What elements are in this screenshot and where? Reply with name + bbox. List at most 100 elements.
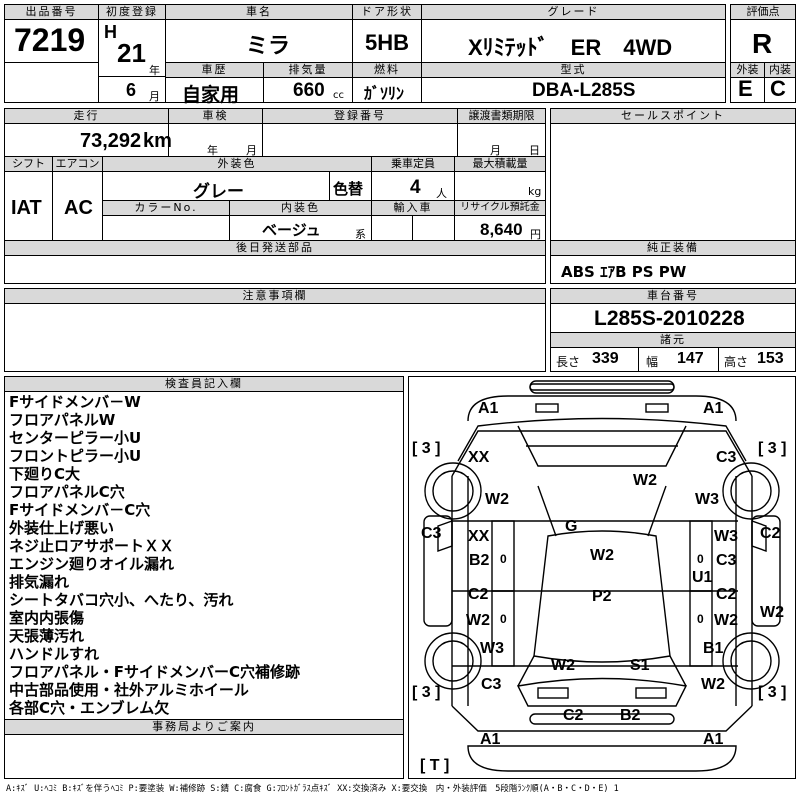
shift-header: シフト	[5, 157, 52, 172]
transfer-header: 譲渡書類期限	[458, 109, 545, 124]
score-header: 評価点	[731, 5, 795, 20]
insp-month-unit: 月	[246, 144, 257, 157]
insp-year-unit: 年	[207, 144, 218, 157]
note-line: 各部C穴・エンブレム欠	[9, 699, 170, 717]
diagram-mark: C2	[716, 586, 737, 603]
diagram-mark: C2	[563, 707, 584, 724]
diagram-mark: XX	[468, 449, 490, 466]
color-change: 色替	[333, 180, 364, 198]
displacement-header: 排気量	[264, 63, 352, 78]
caution-header: 注意事項欄	[5, 289, 545, 304]
mileage-unit: km	[143, 130, 172, 152]
height: 153	[757, 350, 784, 367]
diagram-mark: W2	[551, 657, 575, 674]
diagram-mark-front-right: A1	[703, 400, 724, 417]
history: 自家用	[182, 84, 240, 106]
diagram-mark: G	[565, 518, 578, 535]
reg-no-header: 登録番号	[263, 109, 457, 124]
tire-rl: [ 3 ]	[412, 684, 441, 701]
transfer-month: 月	[490, 144, 501, 157]
fuel-header: 燃料	[353, 63, 421, 78]
note-line: フロアパネル・FサイドメンバーC穴補修跡	[9, 663, 300, 681]
interior-score: C	[770, 76, 786, 101]
inspector-header: 検査員記入欄	[5, 377, 403, 392]
car-name: ミラ	[246, 34, 291, 59]
note-line: フロアパネルC穴	[9, 483, 125, 501]
lot-number: 7219	[14, 22, 86, 58]
grade-header: グレード	[422, 5, 725, 20]
ac-header: エアコン	[53, 157, 102, 172]
recycle-fee: 8,640	[480, 220, 523, 239]
diagram-mark: W2	[701, 676, 725, 693]
model-header: 型式	[422, 63, 725, 78]
tire-fr: [ 3 ]	[758, 440, 787, 457]
diagram-mark: C3	[421, 525, 442, 542]
import-header: 輸入車	[372, 201, 454, 216]
recycle-header: リサイクル預託金	[455, 201, 545, 216]
capacity-unit: 人	[436, 187, 447, 200]
diagram-mark: W2	[485, 491, 509, 508]
note-line: 下廻りC大	[9, 465, 81, 483]
history-header: 車歴	[166, 63, 263, 78]
inspector-block	[4, 376, 404, 779]
first-reg-header: 初度登録	[99, 5, 165, 20]
diagram-mark-rear-left: A1	[480, 731, 501, 748]
note-line: ネジ止ロアサポートＸＸ	[9, 537, 175, 555]
details-block	[4, 108, 546, 284]
equipment-header: 純正装備	[551, 241, 795, 256]
diagram-mark: W3	[695, 491, 719, 508]
color-header: 外装色	[103, 157, 371, 172]
note-line: 中古部品使用・社外アルミホイール	[9, 681, 249, 699]
ac: AC	[64, 197, 93, 219]
mileage: 73,292	[80, 130, 142, 152]
diagram-mark-o: 0	[697, 612, 704, 626]
equipment: ABS ｴｱB PS PW	[561, 263, 687, 281]
capacity-header: 乗車定員	[372, 157, 454, 172]
diagram-mark: S1	[630, 657, 650, 674]
diagram-mark: W3	[714, 528, 738, 545]
length-label: 長さ	[556, 355, 581, 369]
exterior-color: グレー	[193, 182, 244, 202]
diagram-mark: U1	[692, 569, 713, 586]
door-header: ドア形状	[353, 5, 421, 20]
lot-number-header: 出品番号	[5, 5, 98, 20]
diagram-mark: B2	[469, 552, 490, 569]
chassis-number: L285S-2010228	[594, 307, 745, 330]
note-line: エンジン廻りオイル漏れ	[9, 555, 175, 573]
tire-fl: [ 3 ]	[412, 440, 441, 457]
note-line: 排気漏れ	[9, 573, 70, 591]
score-block	[730, 4, 796, 103]
diagram-mark: W2	[633, 472, 657, 489]
inspection-header: 車検	[169, 109, 262, 124]
diagram-mark: XX	[468, 528, 490, 545]
max-load-unit: kg	[528, 185, 542, 198]
year-unit: 年	[149, 64, 160, 77]
length: 339	[592, 350, 619, 367]
fuel: ｶﾞｿﾘﾝ	[364, 84, 405, 103]
exterior-score: E	[738, 76, 753, 101]
interior-color-header: 内装色	[230, 201, 371, 216]
office-header: 事務局よりご案内	[5, 720, 403, 735]
note-line: 外装仕上げ悪い	[9, 519, 115, 537]
header-block	[4, 4, 726, 103]
car-diagram	[423, 380, 781, 772]
diagram-mark-front-left: A1	[478, 400, 499, 417]
displacement-unit: cc	[333, 90, 344, 101]
diagram-mark: C2	[760, 525, 781, 542]
width-label: 幅	[646, 355, 659, 369]
chassis-block	[550, 288, 796, 372]
legend: A:ｷｽﾞ U:ﾍｺﾐ B:ｷｽﾞを伴うﾍｺﾐ P:要塗装 W:補修跡 S:錆 …	[6, 784, 619, 794]
diagram-mark: C2	[468, 586, 489, 603]
spare-tire: [ T ]	[420, 757, 450, 774]
chassis-header: 車台番号	[551, 289, 795, 304]
interior-color-unit: 系	[355, 228, 366, 241]
note-line: フロアパネルW	[9, 411, 116, 429]
diagram-mark-o: 0	[500, 552, 507, 566]
diagram-mark-o: 0	[500, 612, 507, 626]
interior-color: ベージュ	[262, 221, 321, 239]
diagram-mark: W2	[466, 612, 490, 629]
height-label: 高さ	[724, 355, 749, 369]
diagram-mark: W2	[714, 612, 738, 629]
car-name-header: 車名	[166, 5, 352, 20]
diagram-mark: B1	[703, 640, 724, 657]
